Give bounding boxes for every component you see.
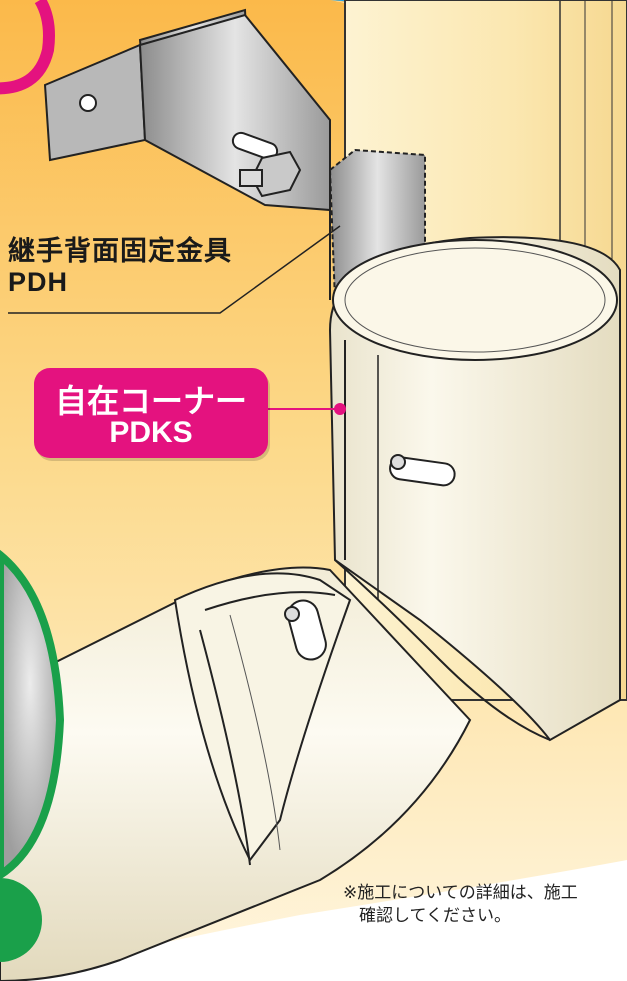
bracket-label: 継手背面固定金具 PDH bbox=[8, 236, 232, 298]
corner-badge-name: 自在コーナー bbox=[54, 383, 247, 419]
hex-bolt-icon bbox=[239, 150, 302, 198]
horizontal-pipe bbox=[0, 566, 472, 981]
bracket-label-code: PDH bbox=[8, 267, 69, 298]
green-dot bbox=[0, 878, 42, 962]
bracket-label-name: 継手背面固定金具 bbox=[8, 236, 232, 266]
magenta-ring bbox=[0, 0, 55, 95]
corner-badge-code: PDKS bbox=[109, 416, 193, 449]
installation-note: ※施工についての詳細は、施工 確認してください。 bbox=[343, 882, 578, 928]
pipe-end-disc bbox=[0, 549, 65, 880]
bracket-pdh bbox=[43, 8, 426, 316]
corner-badge: 自在コーナー PDKS bbox=[34, 368, 268, 458]
note-line-2: 確認してください。 bbox=[359, 905, 511, 925]
corner-elbow-pdks bbox=[328, 236, 621, 742]
screw-icon bbox=[390, 454, 406, 470]
note-line-1: ※施工についての詳細は、施工 bbox=[343, 883, 578, 902]
